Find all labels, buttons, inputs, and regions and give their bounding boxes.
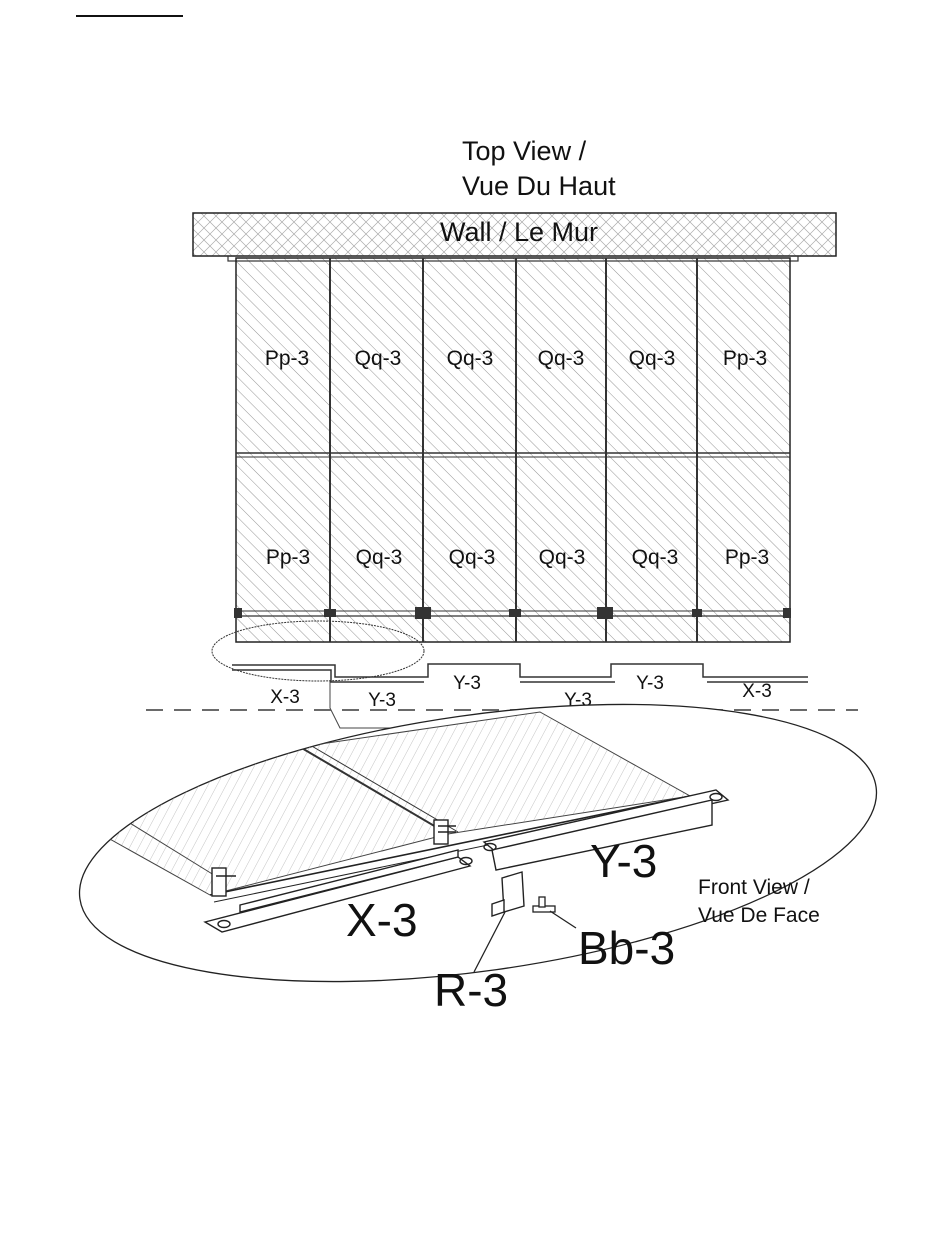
rail-profile [232,664,808,682]
top-view-title-line2: Vue Du Haut [462,171,616,201]
panel-label: Qq-3 [449,546,496,569]
panel-label: Qq-3 [539,546,586,569]
part-label-x3: X-3 [346,894,418,946]
rail-labels: X-3 Y-3 Y-3 Y-3 Y-3 X-3 [270,673,772,711]
panel-label: Pp-3 [723,347,767,370]
wall: Wall / Le Mur [193,213,836,256]
rail-label: X-3 [742,681,772,702]
top-view-title-line1: Top View / [462,136,587,166]
panel-label: Qq-3 [632,546,679,569]
panel-label: Qq-3 [356,546,403,569]
panel-label: Qq-3 [538,347,585,370]
part-label-r3: R-3 [434,964,508,1016]
panel-label: Qq-3 [355,347,402,370]
rail-label: Y-3 [453,673,481,694]
front-view-title-line2: Vue De Face [698,904,820,927]
part-label-bb3: Bb-3 [578,922,675,974]
rail-label: X-3 [270,687,300,708]
panel-label: Qq-3 [447,347,494,370]
panel-label: Pp-3 [266,546,310,569]
rail-label: Y-3 [636,673,664,694]
panel-label: Pp-3 [725,546,769,569]
panel-grid [228,256,798,642]
panel-label: Qq-3 [629,347,676,370]
part-label-y3: Y-3 [590,835,657,887]
panel-label: Pp-3 [265,347,309,370]
wall-label: Wall / Le Mur [440,217,598,247]
rail-label: Y-3 [368,690,396,711]
front-view-title-line1: Front View / [698,876,810,899]
